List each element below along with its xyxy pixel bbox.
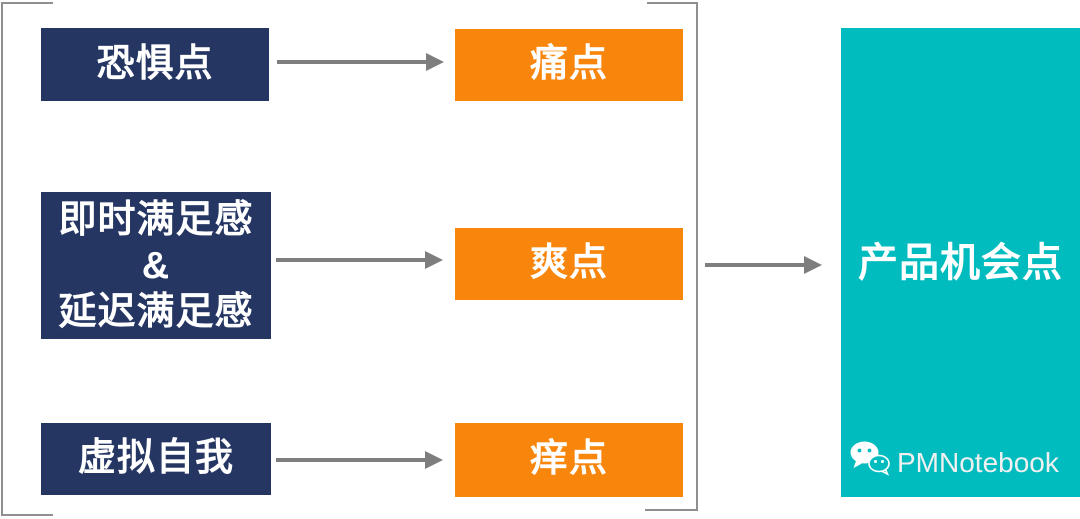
source-box-virtual-self-label: 虚拟自我 — [77, 437, 234, 480]
arrow-fear-to-pain — [277, 53, 444, 71]
source-box-gratification-line3: 延迟满足感 — [58, 290, 254, 333]
frame-right-edge — [696, 2, 698, 511]
outcome-box-product-opportunity: 产品机会点 PMNotebook — [841, 28, 1080, 497]
frame-top-right-arm — [647, 2, 698, 4]
source-box-gratification-line2: & — [141, 244, 171, 287]
point-box-itch-label: 痒点 — [529, 438, 608, 481]
watermark-brand-text: PMNotebook — [897, 447, 1059, 478]
arrow-virtualself-to-itch — [276, 451, 443, 469]
source-box-gratification-line1: 即时满足感 — [58, 198, 254, 241]
source-box-virtual-self: 虚拟自我 — [41, 423, 271, 495]
arrow-points-to-opportunity — [705, 256, 822, 274]
arrow-gratification-to-thrill — [276, 251, 443, 269]
outcome-box-label: 产品机会点 — [858, 240, 1063, 285]
point-box-thrill: 爽点 — [455, 228, 683, 300]
frame-left-edge — [1, 2, 3, 516]
point-box-thrill-label: 爽点 — [529, 242, 608, 285]
source-box-gratification: 即时满足感 & 延迟满足感 — [41, 192, 271, 339]
watermark: PMNotebook — [849, 439, 1059, 487]
source-box-fear-label: 恐惧点 — [96, 42, 214, 85]
point-box-pain: 痛点 — [455, 29, 683, 101]
frame-bottom-right-arm — [645, 509, 698, 511]
source-box-fear: 恐惧点 — [41, 28, 269, 101]
wechat-icon — [849, 439, 891, 487]
point-box-pain-label: 痛点 — [529, 43, 608, 86]
frame-top-left-arm — [1, 2, 53, 4]
point-box-itch: 痒点 — [455, 423, 683, 497]
frame-bottom-left-arm — [1, 514, 53, 516]
